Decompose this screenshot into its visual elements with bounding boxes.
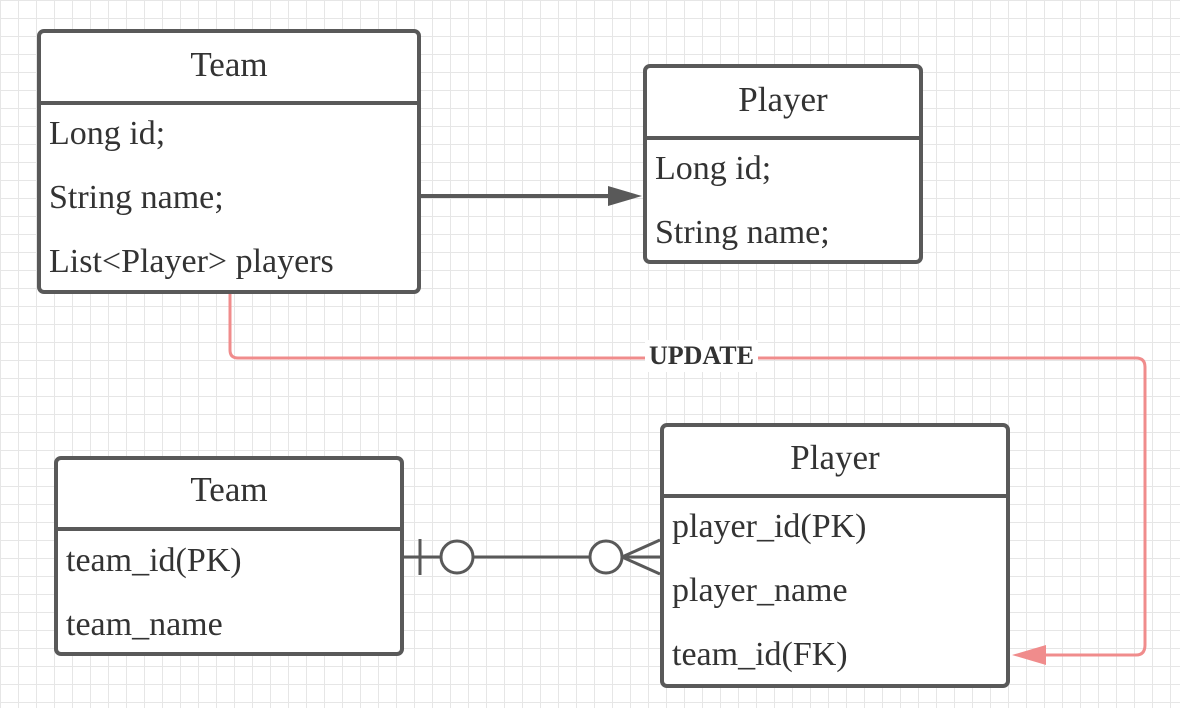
update-connector[interactable] [228,292,1147,665]
crowfoot-upper [621,538,661,559]
cardinality-zero-circle-left [439,539,475,575]
player-table-box[interactable]: Player player_id(PK) player_name team_id… [660,423,1010,688]
team-class-fields: Long id; String name; List<Player> playe… [41,105,417,299]
team-class-field: Long id; [49,115,166,152]
team-table-fields: team_id(PK) team_name [58,531,400,661]
player-table-column: player_name [672,572,848,609]
player-table-title: Player [664,427,1006,498]
player-table-column: player_id(PK) [672,508,867,545]
player-class-title: Player [647,68,919,140]
erd-relationship[interactable] [402,538,661,576]
team-class-field: List<Player> players [49,243,334,280]
crowfoot-lower [621,555,661,576]
cardinality-zero-circle-right [588,539,624,575]
update-arrowhead [1012,645,1046,665]
team-table-column: team_name [66,606,223,643]
team-class-title: Team [41,33,417,105]
player-class-field: Long id; [655,150,772,187]
team-class-box[interactable]: Team Long id; String name; List<Player> … [37,29,421,294]
player-table-column: team_id(FK) [672,636,848,673]
update-label: UPDATE [645,340,758,372]
player-class-fields: Long id; String name; [647,140,919,270]
team-table-column: team_id(PK) [66,542,242,579]
team-class-field: String name; [49,179,224,216]
player-table-fields: player_id(PK) player_name team_id(FK) [664,498,1006,692]
player-class-field: String name; [655,214,830,251]
team-table-box[interactable]: Team team_id(PK) team_name [54,456,404,656]
player-class-box[interactable]: Player Long id; String name; [643,64,923,264]
team-table-title: Team [58,460,400,531]
association-arrow[interactable] [420,186,642,206]
